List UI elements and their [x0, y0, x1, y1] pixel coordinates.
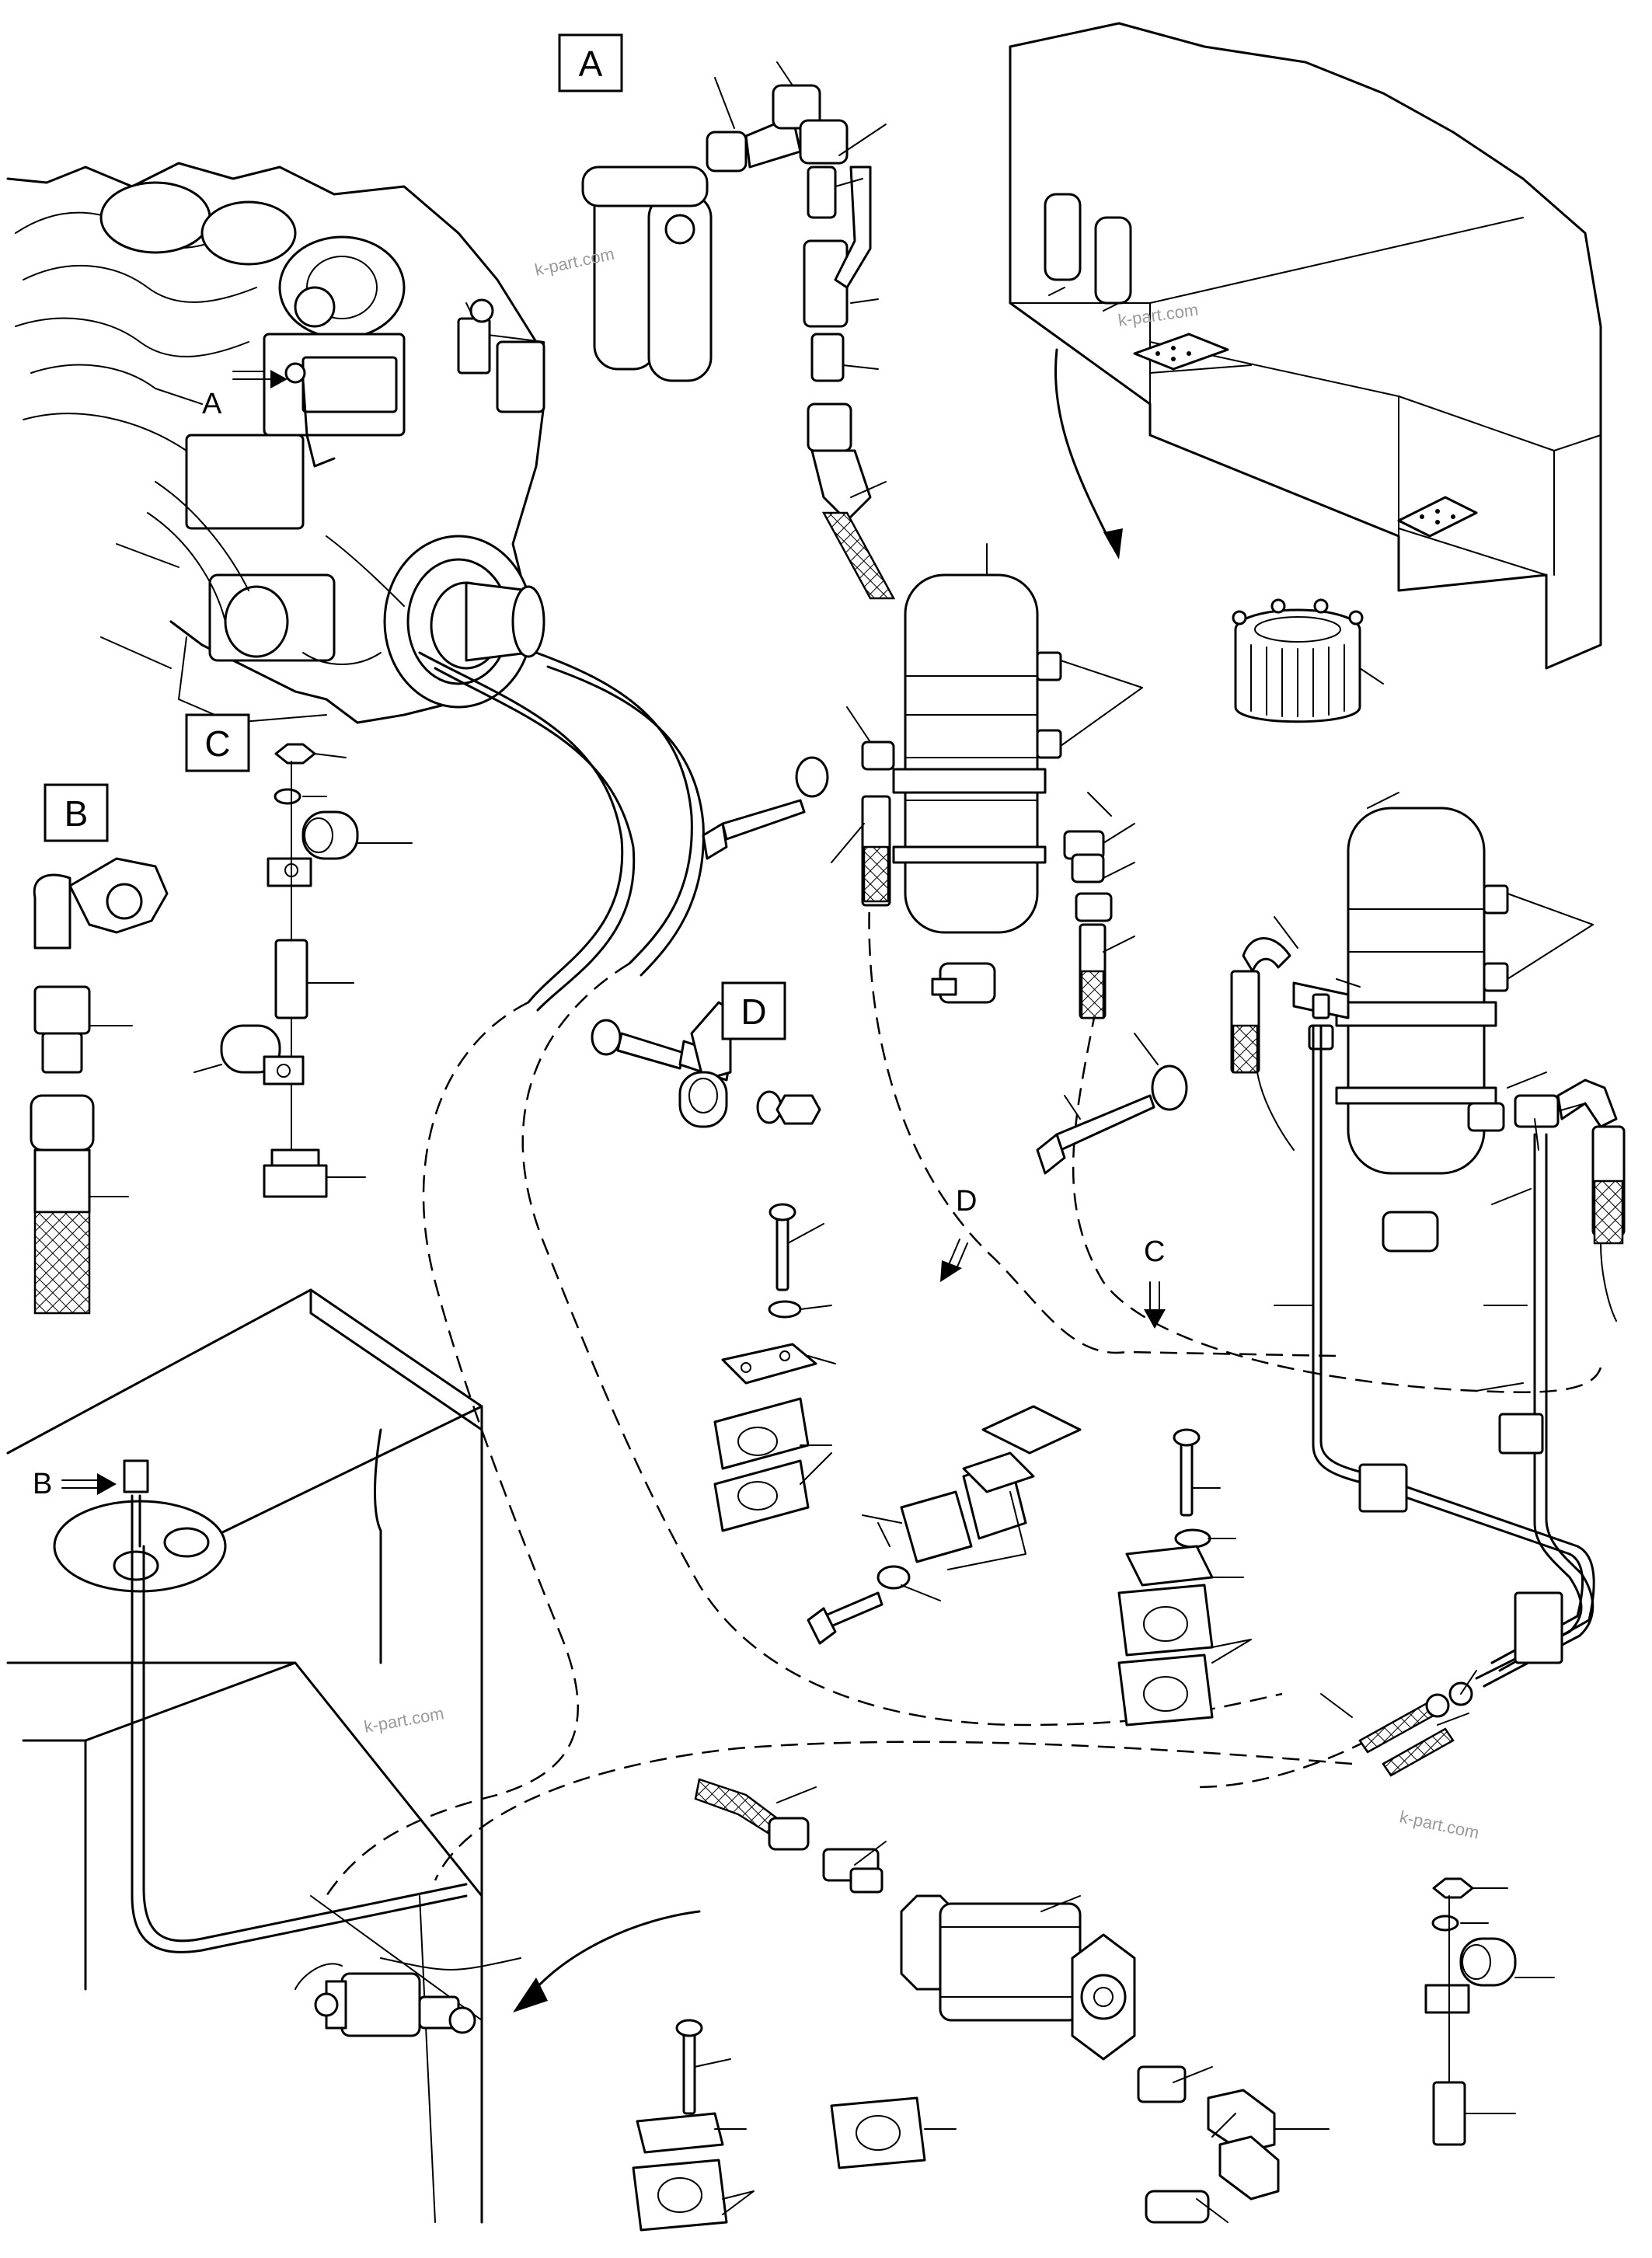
engine-assembly [6, 162, 545, 724]
view-a-fittings [581, 61, 896, 600]
view-label-b: B [44, 783, 109, 842]
view-label-a: A [558, 33, 623, 92]
view-c-clip-assembly [193, 743, 413, 1198]
right-clip-assembly [1424, 1877, 1555, 2146]
watermark-3: k-part.com [363, 1703, 446, 1737]
watermark-4: k-part.com [1398, 1807, 1481, 1842]
pointer-filter-d-text: D [956, 1185, 977, 1218]
pointer-filter-c: C [1144, 1235, 1166, 1329]
curved-arrow-tank [513, 1910, 701, 2012]
fuel-filter-secondary [1230, 792, 1626, 1777]
view-label-a-text: A [579, 44, 603, 84]
view-label-d: D [721, 981, 786, 1040]
fuel-filter-primary [702, 543, 1188, 1175]
pointer-tank-b: B [33, 1468, 117, 1500]
view-d-clip-assembly [591, 1001, 821, 1128]
engine-fuel-lines [418, 651, 705, 1012]
routing-dashed-lines [325, 885, 1602, 1897]
pointer-engine-a-text: A [202, 388, 222, 420]
view-label-c-text: C [204, 723, 230, 764]
pointer-engine-a: A [202, 370, 288, 420]
pipe-clamp-parts [713, 1203, 1252, 1727]
fuel-tank [6, 1288, 483, 2224]
pointer-tank-b-text: B [33, 1468, 52, 1500]
pointer-filter-c-text: C [1144, 1235, 1165, 1268]
machine-compartment [1009, 22, 1602, 723]
tank-water-separator [295, 1957, 521, 2037]
priming-pump [694, 1778, 1330, 2224]
view-b-fittings [30, 857, 169, 1315]
view-label-c: C [185, 713, 250, 772]
view-label-b-text: B [64, 793, 89, 834]
watermark-2: k-part.com [1117, 300, 1199, 330]
bottom-clamp-parts [632, 2019, 957, 2232]
pointer-filter-d: D [940, 1185, 977, 1282]
view-label-d-text: D [741, 991, 766, 1032]
